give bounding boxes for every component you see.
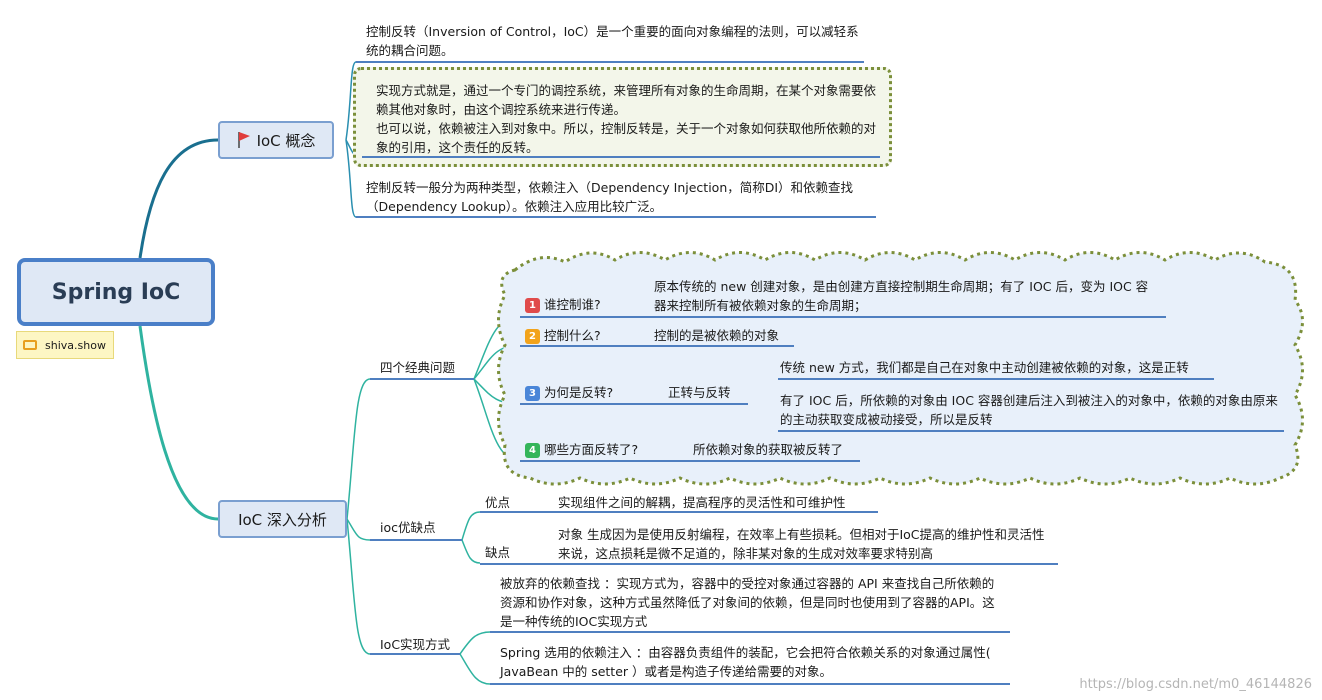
q4-answer-underline [680, 460, 860, 462]
q1-underline [520, 316, 620, 318]
concept-node[interactable]: IoC 概念 [218, 121, 334, 159]
q3-sub-underline [654, 403, 748, 405]
concept-dotted-box [353, 67, 892, 167]
q3-underline [520, 403, 654, 405]
q3-number-badge: 3 [525, 386, 540, 401]
pros-cons-label: ioc优缺点 [380, 520, 436, 535]
concept-item-4: 控制反转一般分为两种类型，依赖注入（Dependency Injection，简… [366, 180, 854, 214]
root-topic[interactable]: Spring IoC [17, 258, 215, 326]
q2-number-badge: 2 [525, 329, 540, 344]
concept-item-2: 实现方式就是，通过一个专门的调控系统，来管理所有对象的生命周期，在某个对象需要依… [376, 83, 877, 117]
q1-answer: 原本传统的 new 创建对象，是由创建方直接控制期生命周期；有了 IOC 后，变… [654, 279, 1149, 313]
four-questions-label: 四个经典问题 [380, 360, 456, 375]
impl-label: IoC实现方式 [380, 637, 451, 652]
q2-underline [520, 345, 644, 347]
q4-number-badge: 4 [525, 443, 540, 458]
q1-answer-underline [620, 316, 1166, 318]
four-questions-underline [370, 378, 474, 380]
con-label-underline [480, 563, 546, 565]
impl-b: Spring 选用的依赖注入 ：由容器负责组件的装配，它会把符合依赖关系的对象通… [500, 645, 991, 679]
impl-a-underline [490, 631, 1010, 633]
watermark: https://blog.csdn.net/m0_46144826 [1079, 677, 1312, 692]
impl-a: 被放弃的依赖查找 ：实现方式为，容器中的受控对象通过容器的 API 来查找自己所… [500, 576, 995, 629]
flag-icon [237, 132, 250, 148]
q3-answer-1-underline [778, 378, 1214, 380]
concept-item-3: 也可以说，依赖被注入到对象中。所以，控制反转是，关于一个对象如何获取他所依赖的对… [376, 121, 877, 155]
concept-item-4-underline [356, 216, 876, 218]
pro-text-underline [546, 511, 878, 513]
q4-underline [520, 460, 680, 462]
concept-item-3-underline [362, 156, 880, 158]
impl-b-underline [490, 683, 1010, 685]
q3-sub-label: 正转与反转 [668, 385, 731, 400]
q3-answer-2-underline [778, 430, 1284, 432]
pro-label: 优点 [485, 495, 511, 510]
q2-answer-underline [644, 345, 794, 347]
pros-cons-underline [370, 539, 462, 541]
con-label: 缺点 [485, 545, 511, 560]
q2-answer: 控制的是被依赖的对象 [654, 328, 780, 343]
concept-item-1-underline [356, 61, 864, 63]
analysis-node[interactable]: IoC 深入分析 [218, 500, 347, 538]
author-tag: shiva.show [16, 331, 114, 359]
q1-number-badge: 1 [525, 298, 540, 313]
con-text: 对象 生成因为是使用反射编程，在效率上有些损耗。但相对于IoC提高的维护性和灵活… [558, 527, 1045, 561]
label-icon [23, 340, 37, 350]
q3-answer-1: 传统 new 方式，我们都是自己在对象中主动创建被依赖的对象，这是正转 [780, 360, 1189, 375]
q4-answer: 所依赖对象的获取被反转了 [693, 442, 844, 457]
q3-answer-2: 有了 IOC 后，所依赖的对象由 IOC 容器创建后注入到被注入的对象中，依赖的… [780, 393, 1278, 427]
concept-item-1: 控制反转（Inversion of Control，IoC）是一个重要的面向对象… [366, 24, 859, 58]
con-text-underline [546, 563, 1058, 565]
pro-text: 实现组件之间的解耦，提高程序的灵活性和可维护性 [558, 495, 846, 510]
pro-label-underline [480, 511, 546, 513]
impl-underline [370, 653, 460, 655]
cloud-boundary [497, 251, 1304, 486]
